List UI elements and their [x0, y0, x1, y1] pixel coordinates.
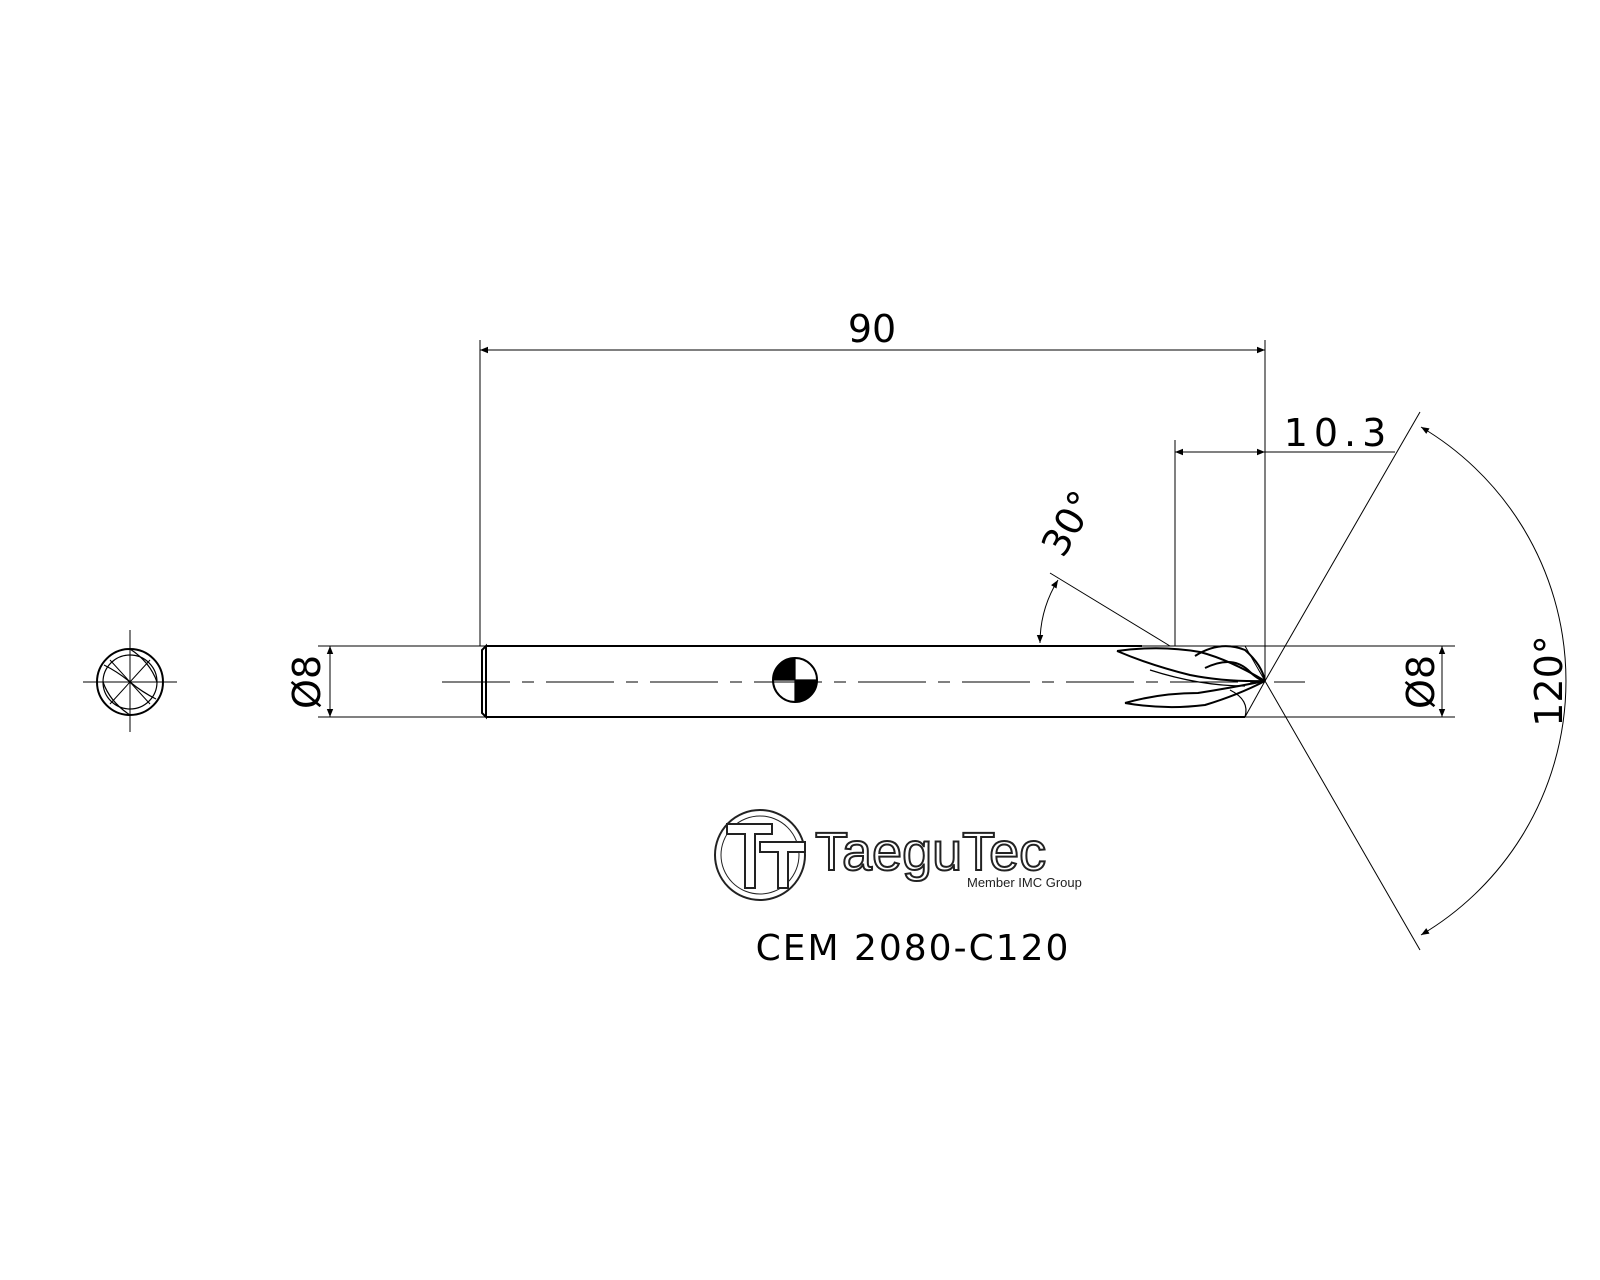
overall-length-label: 90 [848, 307, 896, 351]
dim-overall-length [479, 340, 1266, 681]
cutting-head [1116, 645, 1266, 718]
section-symbol [772, 657, 818, 703]
dim-cutting-diameter [1245, 645, 1455, 718]
dim-shank-diameter [318, 645, 486, 718]
helix-angle-label: 30° [1033, 483, 1105, 563]
tool-body [481, 643, 1245, 720]
dim-point-angle [1264, 411, 1567, 951]
shank-diameter-label: Ø8 [285, 655, 329, 709]
part-number: CEM 2080-C120 [756, 928, 1071, 969]
cutting-length-label: 10.3 [1284, 411, 1393, 455]
dim-cutting-length [1174, 440, 1395, 646]
cutting-diameter-label: Ø8 [1399, 655, 1443, 709]
taegutec-logo [714, 809, 806, 901]
logo-brand-text: TaeguTec [815, 822, 1046, 882]
point-angle-label: 120° [1527, 635, 1571, 727]
end-view [83, 630, 177, 732]
dim-helix-angle [1036, 572, 1171, 647]
logo-tagline: Member IMC Group [967, 875, 1082, 890]
